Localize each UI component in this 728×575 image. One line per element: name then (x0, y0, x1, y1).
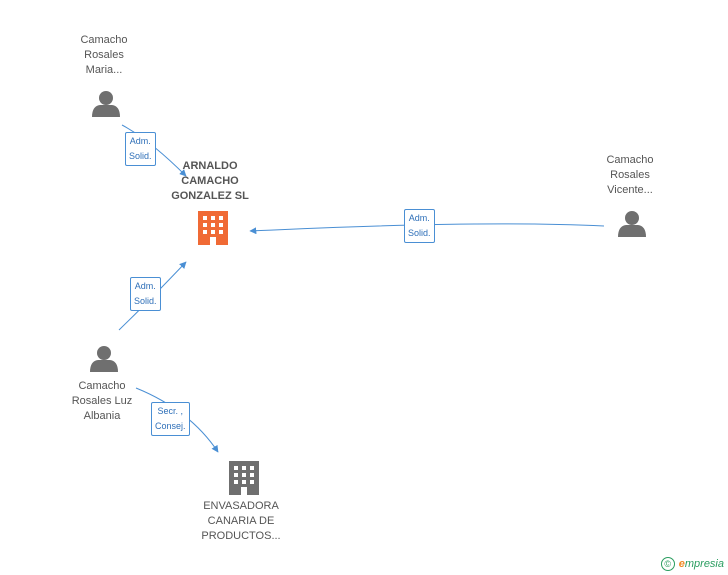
person-icon[interactable] (618, 211, 646, 237)
copyright-icon: © (660, 557, 675, 571)
edge-label-vicente-main: Adm. Solid. (404, 209, 435, 243)
label-line: Rosales Luz (71, 395, 133, 407)
label-line: Camacho (606, 154, 654, 166)
company-label-envasadora[interactable]: ENVASADORA CANARIA DE PRODUCTOS... (191, 499, 291, 544)
building-icon[interactable] (229, 461, 259, 495)
person-label-luz[interactable]: Camacho Rosales Luz Albania (57, 379, 147, 424)
person-label-vicente[interactable]: Camacho Rosales Vicente... (590, 153, 670, 198)
label-line: Albania (83, 410, 121, 422)
edge-label-luz-envasadora: Secr. , Consej. (151, 402, 190, 436)
label-line: CAMACHO (181, 175, 239, 187)
edge-label-luz-main: Adm. Solid. (130, 277, 161, 311)
edge-label-maria-main: Adm. Solid. (125, 132, 156, 166)
company-label-main[interactable]: ARNALDO CAMACHO GONZALEZ SL (160, 159, 260, 204)
person-icon[interactable] (90, 346, 118, 372)
label-line: GONZALEZ SL (171, 190, 249, 202)
person-label-maria[interactable]: Camacho Rosales Maria... (64, 33, 144, 78)
label-line: CANARIA DE (207, 515, 275, 527)
label-line: ENVASADORA (203, 500, 279, 512)
label-line: Camacho (78, 380, 126, 392)
brand-footer: © empresia (660, 557, 724, 571)
label-line: Rosales (84, 49, 124, 61)
label-line: ARNALDO (182, 160, 238, 172)
building-icon[interactable] (198, 211, 228, 245)
label-line: Maria... (85, 64, 123, 76)
label-line: Rosales (610, 169, 650, 181)
label-line: Vicente... (607, 184, 653, 196)
label-line: PRODUCTOS... (201, 530, 281, 542)
edge-vicente-to-main (249, 223, 605, 235)
person-icon[interactable] (92, 91, 120, 117)
label-line: Camacho (80, 34, 128, 46)
brand-logo: empresia (678, 558, 724, 570)
